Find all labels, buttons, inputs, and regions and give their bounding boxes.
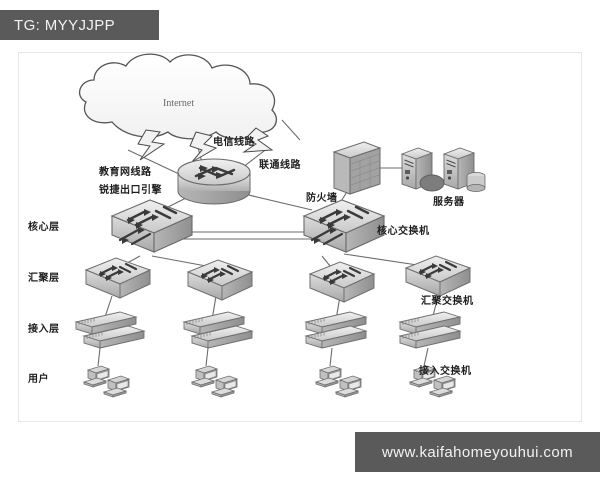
watermark-top: TG: MYYJJPP: [0, 10, 159, 40]
user-group-1: [83, 365, 130, 398]
aggregation-switch-1: [84, 256, 152, 300]
layer-label-core: 核心层: [28, 222, 60, 233]
router-device: [177, 158, 251, 205]
link-label-telecom: 电信线路: [213, 137, 255, 148]
device-label-firewall: 防火墙: [306, 193, 338, 204]
device-label-access-switch: 接入交换机: [419, 366, 472, 377]
link-label-edu: 教育网线路: [99, 167, 152, 178]
aggregation-switch-3: [308, 260, 376, 304]
device-label-core-switch: 核心交换机: [377, 226, 430, 237]
user-group-2: [191, 365, 238, 398]
access-switch-stack-4: [399, 311, 461, 349]
access-switch-stack-3: [305, 311, 367, 349]
layer-label-user: 用户: [28, 374, 49, 385]
user-group-3: [315, 365, 362, 398]
cloud-label: Internet: [163, 98, 195, 109]
device-label-aggregation-switch: 汇聚交换机: [421, 296, 474, 307]
access-switch-stack-2: [183, 311, 253, 349]
watermark-bottom: www.kaifahomeyouhui.com: [355, 432, 600, 472]
aggregation-switch-4: [404, 254, 472, 298]
link-label-unicom: 联通线路: [259, 160, 301, 171]
server-group: [401, 147, 486, 192]
layer-label-access: 接入层: [28, 324, 60, 335]
access-switch-stack-1: [75, 311, 145, 349]
link-label-engine: 锐捷出口引擎: [99, 185, 162, 196]
core-switch-left: [110, 198, 194, 254]
firewall-device: [332, 141, 382, 195]
layer-label-aggregation: 汇聚层: [28, 273, 60, 284]
internet-cloud: [78, 53, 277, 140]
core-switch-right: [302, 198, 386, 254]
aggregation-switch-2: [186, 258, 254, 302]
device-label-servers: 服务器: [433, 197, 465, 208]
